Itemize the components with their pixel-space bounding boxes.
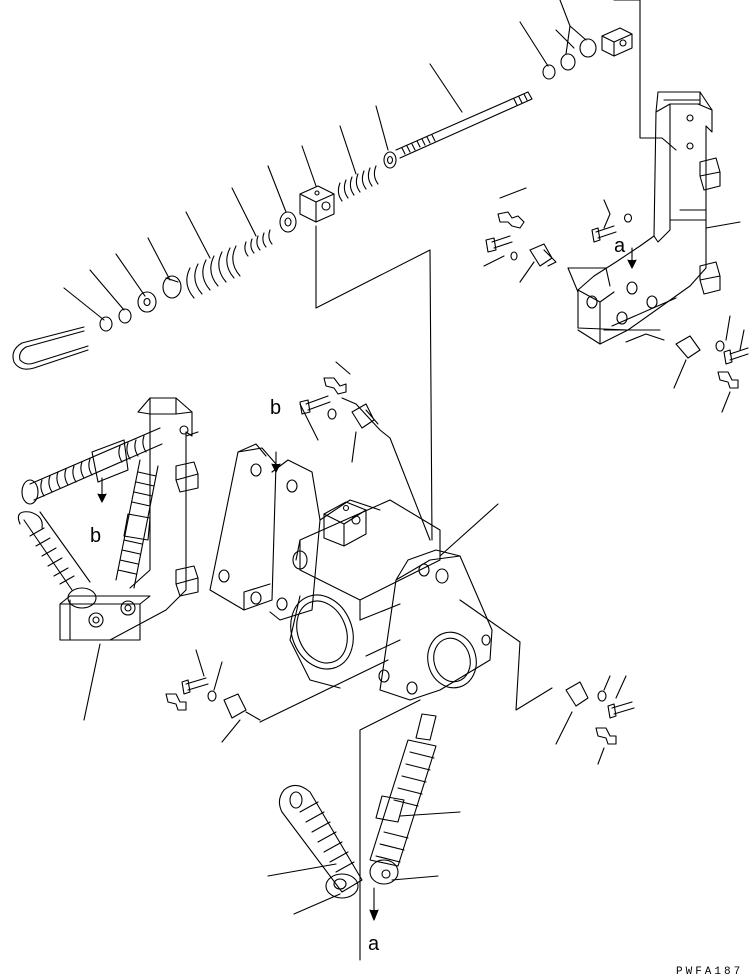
bushing <box>279 211 297 233</box>
callout-b-mid: b <box>270 397 281 419</box>
threaded-rod <box>395 91 533 159</box>
grease-fitting <box>165 693 187 711</box>
side-plate-inner <box>269 459 321 621</box>
compression-spring-large <box>186 245 241 299</box>
flange-bushing <box>223 693 247 719</box>
spring-rod-upper <box>29 427 163 501</box>
block-hole <box>314 190 320 196</box>
washer <box>137 291 157 313</box>
flange-bushing <box>529 243 557 267</box>
nut <box>99 316 113 332</box>
bore <box>427 631 477 689</box>
block-hole <box>619 39 627 47</box>
side-plate-right <box>379 555 493 701</box>
flange-bushing <box>565 681 589 707</box>
washer <box>510 251 518 261</box>
nut <box>579 38 597 58</box>
block <box>601 27 633 57</box>
callout-a-top: a <box>614 235 626 257</box>
washer <box>207 690 217 702</box>
lower-spring-assembly <box>267 713 461 921</box>
washer-hole <box>386 155 394 165</box>
washer <box>715 340 725 352</box>
flange-bushing <box>675 335 701 359</box>
washer <box>597 690 607 702</box>
bolt <box>723 347 749 365</box>
rod-thread-left <box>401 93 528 155</box>
rubber-pad <box>175 565 199 597</box>
callout-b-left: b <box>90 525 101 547</box>
bolt <box>591 225 617 243</box>
cotter-pin <box>12 326 89 370</box>
main-bracket-assembly <box>209 225 553 961</box>
grease-fitting <box>323 377 347 395</box>
spring-small <box>244 229 273 257</box>
fittings-center <box>165 361 635 765</box>
mount-block <box>323 501 367 547</box>
washer <box>623 213 633 223</box>
adjusting-rod-assembly <box>12 0 633 370</box>
flange-bushing <box>351 403 379 429</box>
bracket-frame-upper <box>567 0 741 345</box>
rubber-pad <box>699 261 721 295</box>
arrow-a-top-head <box>627 259 637 269</box>
grease-fitting <box>497 211 525 229</box>
spring-frame-assembly <box>17 397 199 721</box>
nut <box>542 64 556 80</box>
rubber-pad <box>699 157 721 191</box>
washer <box>383 151 397 169</box>
spacer <box>162 275 182 299</box>
bolt <box>181 677 209 695</box>
grease-fitting <box>595 727 617 745</box>
bushing-hole <box>284 217 292 227</box>
square-block <box>299 185 335 223</box>
fittings-upper <box>483 187 749 413</box>
drawing-code: PWFA187 <box>676 966 743 978</box>
compression-spring-small <box>337 165 379 202</box>
bearing-ring <box>290 594 354 670</box>
grease-fitting <box>717 371 739 389</box>
washer <box>327 408 337 420</box>
callout-a-bottom: a <box>368 933 380 955</box>
bolt <box>299 395 331 415</box>
nut <box>118 308 132 324</box>
rubber-pad <box>175 461 199 493</box>
bolt <box>485 235 513 253</box>
block-hole <box>321 201 331 211</box>
spacer-body <box>165 277 179 283</box>
nut <box>560 53 576 71</box>
leader-lines-top <box>63 0 587 321</box>
washer-hole <box>143 297 151 307</box>
bolt <box>607 701 635 719</box>
